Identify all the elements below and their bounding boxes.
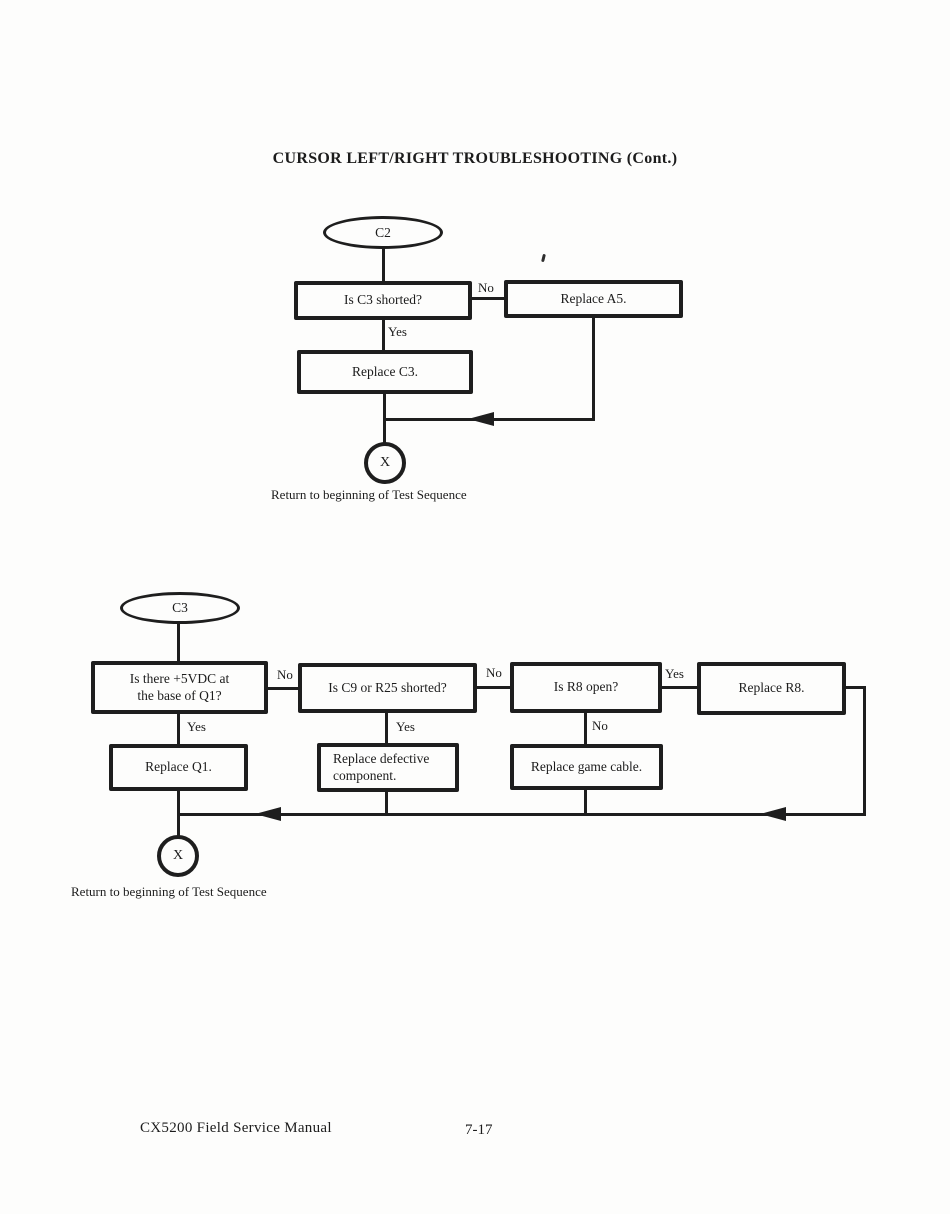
fc2-start-label: C3 — [172, 600, 188, 615]
fc2-no-label-3: No — [592, 718, 608, 733]
fc2-replace-r8-label: Replace R8. — [738, 680, 805, 696]
fc2-yes-label-3: Yes — [665, 666, 684, 681]
fc1-start-terminal: C2 — [323, 216, 443, 249]
fc1-yes-label: Yes — [388, 324, 407, 339]
fc2-yes-label-1: Yes — [187, 719, 206, 734]
fc1-return-note: Return to beginning of Test Sequence — [271, 487, 467, 502]
fc1-no-label: No — [478, 280, 494, 295]
fc2-replace-defective-line1: Replace defective — [333, 750, 430, 766]
fc2-connector-yes-branch-1 — [177, 713, 180, 746]
fc2-end-label: X — [172, 848, 184, 863]
fc1-action-replace-a5: Replace A5. — [504, 280, 683, 318]
fc2-end-terminal: X — [157, 835, 199, 877]
fc2-replace-game-cable-label: Replace game cable. — [530, 758, 643, 774]
fc2-decision-c9-r25: Is C9 or R25 shorted? — [298, 663, 477, 713]
fc2-connector-start-to-decision — [177, 623, 180, 663]
fc1-end-label: X — [379, 455, 391, 470]
fc2-decision-r8-open: Is R8 open? — [510, 662, 662, 713]
footer-manual-title: CX5200 Field Service Manual — [140, 1120, 332, 1136]
fc1-connector-a5-down — [592, 317, 595, 421]
fc2-no-label-2: No — [486, 665, 502, 680]
fc1-decision-is-c3-shorted: Is C3 shorted? — [294, 281, 472, 320]
fc2-action-replace-r8: Replace R8. — [697, 662, 846, 715]
fc2-decision-5vdc-line1: Is there +5VDC at — [129, 670, 230, 686]
fc1-action-replace-c3: Replace C3. — [297, 350, 473, 394]
fc2-action-replace-q1: Replace Q1. — [109, 744, 248, 791]
fc2-connector-join — [178, 813, 866, 816]
fc1-end-terminal: X — [364, 442, 406, 484]
fc1-connector-start-to-decision — [382, 248, 385, 283]
footer-page-number: 7-17 — [465, 1122, 493, 1138]
fc2-arrowhead-left-icon-2 — [760, 807, 786, 821]
fc2-connector-r8-right — [843, 686, 866, 689]
fc1-connector-no-branch — [472, 297, 506, 300]
fc2-decision-c9-r25-label: Is C9 or R25 shorted? — [328, 679, 447, 695]
scan-artifact-mark — [541, 253, 546, 263]
fc2-decision-5vdc-line2: the base of Q1? — [137, 687, 222, 703]
fc2-connector-yes-branch-3 — [662, 686, 697, 689]
fc2-yes-label-2: Yes — [396, 719, 415, 734]
fc2-connector-yes-branch-2 — [385, 712, 388, 745]
fc2-decision-5vdc: Is there +5VDC at the base of Q1? — [91, 661, 268, 714]
fc1-start-label: C2 — [375, 224, 391, 240]
fc2-connector-no-branch-1 — [268, 687, 298, 690]
fc2-connector-no-branch-3 — [584, 712, 587, 746]
fc2-start-terminal: C3 — [120, 592, 240, 624]
fc1-connector-yes-branch — [382, 319, 385, 351]
fc1-replace-a5-label: Replace A5. — [560, 290, 627, 306]
fc2-replace-defective-line2: component. — [333, 767, 397, 783]
fc2-no-label-1: No — [277, 667, 293, 682]
fc2-action-replace-defective: Replace defective component. — [317, 743, 459, 792]
fc2-return-note: Return to beginning of Test Sequence — [71, 884, 267, 899]
fc2-connector-right-down — [863, 686, 866, 816]
fc2-decision-r8-label: Is R8 open? — [553, 679, 619, 695]
fc2-action-replace-game-cable: Replace game cable. — [510, 744, 663, 790]
page-title: CURSOR LEFT/RIGHT TROUBLESHOOTING (Cont.… — [272, 150, 678, 167]
fc2-connector-cable-down — [584, 789, 587, 816]
fc2-arrowhead-left-icon-1 — [255, 807, 281, 821]
fc2-replace-q1-label: Replace Q1. — [145, 759, 212, 775]
fc2-connector-defective-down — [385, 791, 388, 816]
fc2-connector-no-branch-2 — [477, 686, 510, 689]
fc1-decision-label: Is C3 shorted? — [344, 292, 422, 308]
fc1-replace-c3-label: Replace C3. — [352, 363, 418, 379]
fc1-arrowhead-left-icon — [468, 412, 494, 426]
